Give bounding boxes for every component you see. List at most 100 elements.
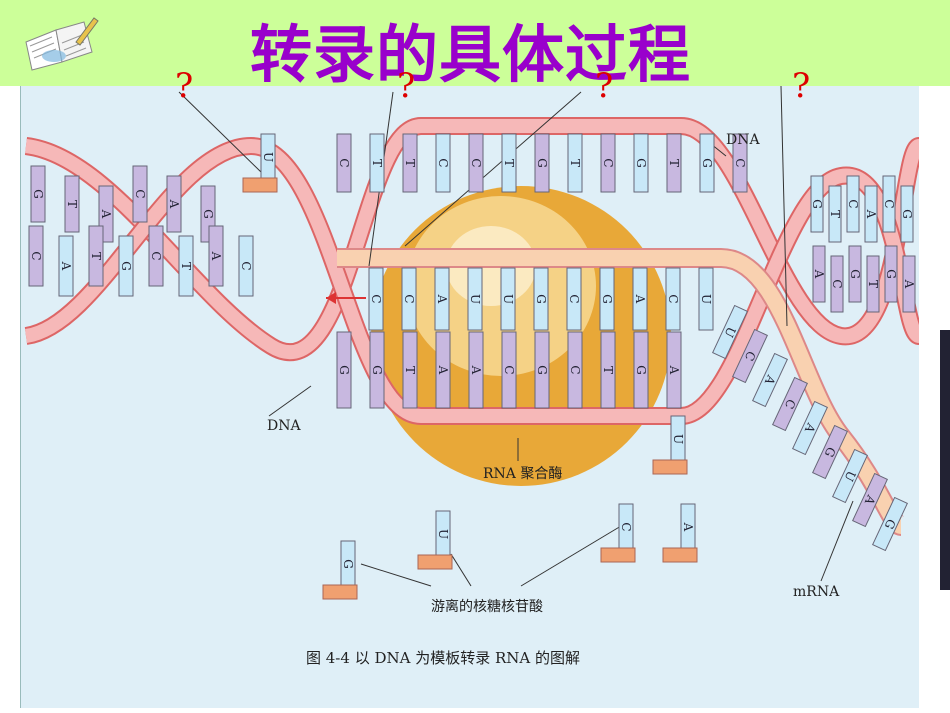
base-mrna-tail: A	[852, 472, 888, 528]
base-template: A	[435, 331, 451, 409]
base-mrna-tail: U	[712, 304, 748, 360]
svg-text:T: T	[601, 366, 615, 374]
svg-text:T: T	[65, 200, 79, 208]
svg-text:C: C	[239, 261, 253, 270]
svg-text:C: C	[619, 522, 633, 531]
svg-text:C: C	[369, 294, 383, 303]
base-mrna-tail: U	[832, 448, 868, 504]
base-template: T	[402, 331, 418, 409]
svg-text:U: U	[671, 434, 685, 444]
base-left-bottom: A	[208, 225, 224, 287]
base-right-top: A	[864, 185, 878, 243]
svg-text:G: G	[600, 294, 614, 304]
base-rna: U	[698, 267, 714, 331]
svg-text:A: A	[864, 209, 878, 219]
svg-text:G: G	[634, 158, 648, 168]
svg-text:U: U	[468, 294, 482, 304]
svg-text:C: C	[568, 365, 582, 374]
base-right-bottom: A	[902, 255, 916, 313]
base-template: G	[534, 331, 550, 409]
svg-text:A: A	[436, 365, 450, 375]
svg-text:A: A	[469, 365, 483, 375]
svg-text:G: G	[31, 189, 45, 199]
base-rna: G	[599, 267, 615, 331]
svg-text:T: T	[403, 366, 417, 374]
base-top-strand: C	[468, 133, 484, 193]
svg-text:C: C	[567, 294, 581, 303]
svg-text:A: A	[99, 209, 113, 219]
svg-text:C: C	[733, 158, 747, 167]
base-mrna-tail: C	[732, 328, 768, 384]
label-dna-left: DNA	[267, 418, 301, 434]
svg-text:G: G	[370, 365, 384, 375]
page-title: 转录的具体过程	[250, 18, 692, 91]
svg-text:T: T	[866, 280, 880, 288]
svg-text:C: C	[402, 294, 416, 303]
free-nucleotide-sugar	[652, 459, 688, 475]
label-rna-polymerase: RNA 聚合酶	[483, 466, 562, 482]
edge-strip	[940, 330, 950, 590]
label-dna-top: DNA	[726, 132, 760, 148]
base-rna: C	[401, 267, 417, 331]
svg-text:G: G	[341, 559, 355, 569]
base-template: A	[666, 331, 682, 409]
base-top-strand: T	[402, 133, 418, 193]
svg-text:A: A	[209, 251, 223, 261]
free-nucleotide-sugar	[600, 547, 636, 563]
question-mark-1: ?	[175, 66, 194, 106]
svg-text:T: T	[370, 159, 384, 167]
base-rna: G	[533, 267, 549, 331]
svg-text:C: C	[133, 189, 147, 198]
svg-text:G: G	[900, 209, 914, 219]
base-top-strand: C	[336, 133, 352, 193]
svg-text:A: A	[902, 279, 916, 289]
free-nucleotide: G	[340, 540, 356, 588]
label-mrna: mRNA	[793, 584, 840, 600]
base-rna: A	[434, 267, 450, 331]
svg-text:T: T	[828, 210, 842, 218]
base-left-bottom: T	[88, 225, 104, 287]
free-nucleotide: U	[670, 415, 686, 463]
label-free-nucleotides: 游离的核糖核苷酸	[431, 598, 543, 615]
base-left-bottom: C	[148, 225, 164, 287]
base-top-strand: T	[666, 133, 682, 193]
svg-text:C: C	[149, 251, 163, 260]
svg-text:A: A	[59, 261, 73, 271]
svg-text:C: C	[846, 199, 860, 208]
svg-text:C: C	[337, 158, 351, 167]
base-mrna-tail: C	[772, 376, 808, 432]
base-top-strand: C	[600, 133, 616, 193]
svg-text:T: T	[568, 159, 582, 167]
base-template: A	[468, 331, 484, 409]
base-rna: U	[467, 267, 483, 331]
svg-text:G: G	[201, 209, 215, 219]
base-right-top: G	[900, 185, 914, 243]
book-icon	[25, 17, 99, 71]
base-rna: C	[566, 267, 582, 331]
base-rna: U	[500, 267, 516, 331]
svg-text:G: G	[700, 158, 714, 168]
svg-text:C: C	[29, 251, 43, 260]
base-left-bottom: C	[28, 225, 44, 287]
base-right-bottom: A	[812, 245, 826, 303]
svg-text:U: U	[501, 294, 515, 304]
base-top-strand: T	[369, 133, 385, 193]
figure-caption: 图 4-4 以 DNA 为模板转录 RNA 的图解	[306, 649, 580, 667]
free-nucleotide-sugar	[242, 177, 278, 193]
base-left-top: A	[166, 175, 182, 233]
base-template: C	[567, 331, 583, 409]
free-nucleotide: A	[680, 503, 696, 551]
svg-text:U: U	[699, 294, 713, 304]
free-nucleotide-sugar	[417, 554, 453, 570]
free-nucleotide: C	[618, 503, 634, 551]
svg-text:T: T	[667, 159, 681, 167]
free-nucleotide-sugar	[662, 547, 698, 563]
base-mrna-tail: G	[812, 424, 848, 480]
question-mark-3: ?	[595, 66, 614, 106]
svg-text:A: A	[681, 522, 695, 532]
base-right-bottom: C	[830, 255, 844, 313]
base-right-bottom: T	[866, 255, 880, 313]
base-left-top: C	[132, 165, 148, 223]
base-left-bottom: G	[118, 235, 134, 297]
base-rna: A	[632, 267, 648, 331]
